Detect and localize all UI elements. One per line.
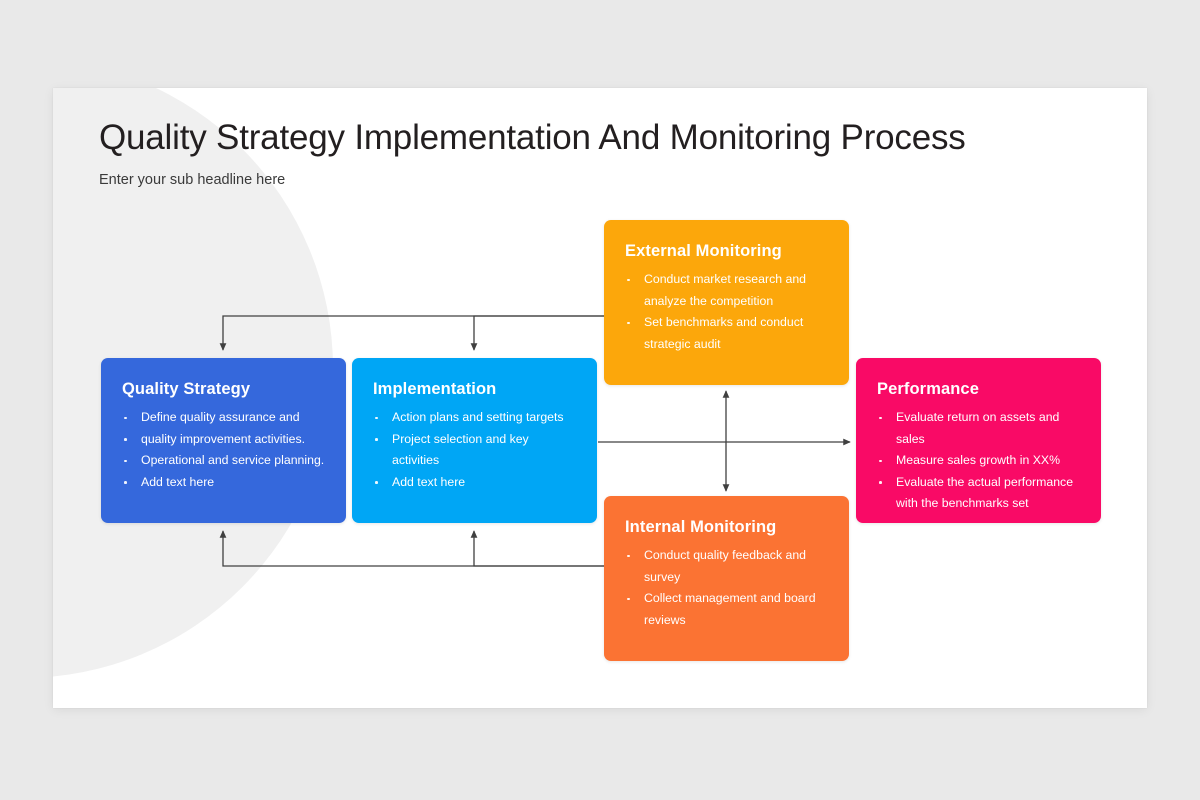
bullet-item-continuation: analyze the competition — [644, 293, 774, 308]
bullet-item-continuation: survey — [644, 569, 681, 584]
box-title: External Monitoring — [625, 242, 782, 260]
process-box-internal-monitoring[interactable]: Internal Monitoring Conduct quality feed… — [604, 496, 849, 661]
box-bullet-list: Evaluate return on assets and sales Meas… — [874, 407, 1083, 515]
bullet-item: Operational and service planning. — [119, 450, 328, 472]
connector-external-to-implementation-feedback — [470, 315, 604, 351]
box-title: Implementation — [373, 380, 497, 398]
page-subtitle: Enter your sub headline here — [99, 172, 286, 188]
box-title: Quality Strategy — [122, 380, 251, 398]
box-bullet-list: Conduct quality feedback and survey Coll… — [622, 545, 831, 631]
bullet-item: Add text here — [370, 472, 579, 494]
bullet-item-continuation: strategic audit — [644, 336, 721, 351]
box-title: Performance — [877, 380, 979, 398]
bullet-item-continuation: with the benchmarks set — [896, 496, 1029, 511]
box-bullet-list: Action plans and setting targets Project… — [370, 407, 579, 493]
connector-internal-to-implementation-feedback — [470, 530, 604, 567]
bullet-item: Evaluate the actual performance — [874, 472, 1083, 494]
bullet-item: Conduct quality feedback and — [622, 545, 831, 567]
bullet-item: Collect management and board — [622, 588, 831, 610]
bullet-item: Define quality assurance and — [119, 407, 328, 429]
process-box-external-monitoring[interactable]: External Monitoring Conduct market resea… — [604, 220, 849, 385]
box-bullet-list: Conduct market research and analyze the … — [622, 269, 831, 355]
page-title: Quality Strategy Implementation And Moni… — [99, 118, 966, 157]
connector-internal-to-quality-strategy-feedback — [219, 530, 604, 567]
bullet-item: Evaluate return on assets and sales — [874, 407, 1083, 450]
bullet-item: Project selection and key — [370, 429, 579, 451]
bullet-item: Measure sales growth in XX% — [874, 450, 1083, 472]
bullet-item-continuation: reviews — [644, 612, 686, 627]
bullet-item: Conduct market research and — [622, 269, 831, 291]
box-title: Internal Monitoring — [625, 518, 777, 536]
bullet-item-continuation: activities — [392, 453, 440, 468]
connector-external-to-quality-strategy-feedback — [219, 315, 604, 351]
process-box-performance[interactable]: Performance Evaluate return on assets an… — [856, 358, 1101, 523]
slide-card: Quality Strategy Implementation And Moni… — [53, 88, 1147, 708]
bullet-item: Add text here — [119, 472, 328, 494]
box-bullet-list: Define quality assurance and quality imp… — [119, 407, 328, 493]
bullet-item: Action plans and setting targets — [370, 407, 579, 429]
bullet-item: quality improvement activities. — [119, 429, 328, 451]
process-box-quality-strategy[interactable]: Quality Strategy Define quality assuranc… — [101, 358, 346, 523]
bullet-item: Set benchmarks and conduct — [622, 312, 831, 334]
process-box-implementation[interactable]: Implementation Action plans and setting … — [352, 358, 597, 523]
